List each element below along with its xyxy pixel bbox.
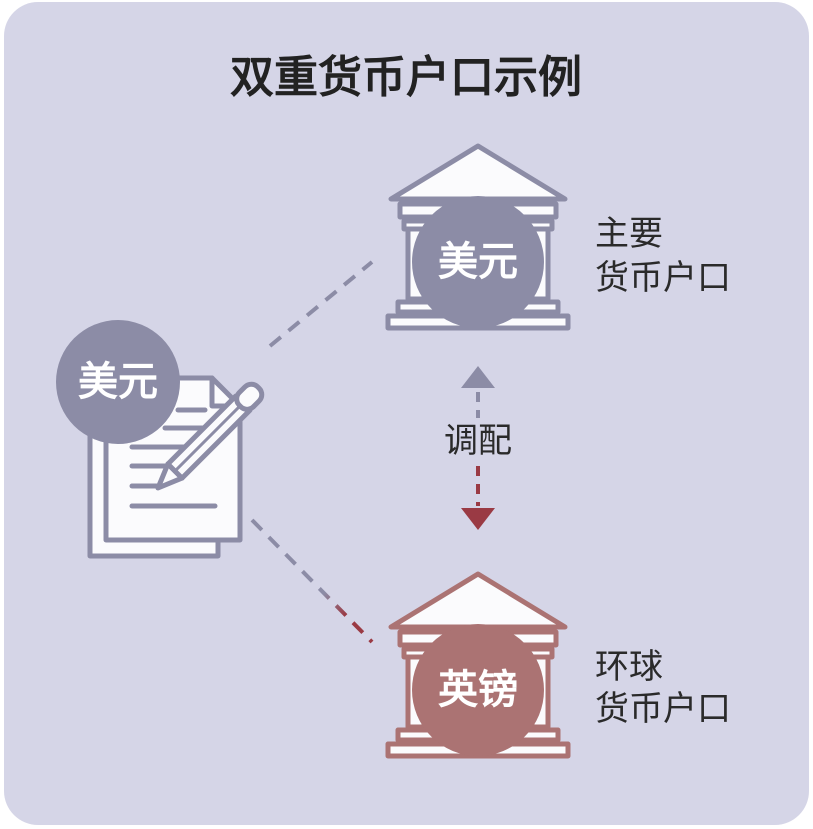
global-currency-badge bbox=[412, 624, 544, 756]
primary-currency-label: 美元 bbox=[438, 239, 518, 285]
primary-currency-badge bbox=[412, 196, 544, 328]
connector-to-global-account bbox=[250, 518, 374, 644]
arrow-down-icon bbox=[461, 508, 495, 530]
global-account-label-line1: 环球 bbox=[595, 647, 663, 687]
diagram-background bbox=[4, 2, 809, 825]
primary-account-label-line2: 货币户口 bbox=[595, 258, 731, 298]
arrow-up-icon bbox=[461, 366, 495, 388]
document-currency-badge bbox=[56, 320, 180, 444]
document-currency-label: 美元 bbox=[78, 359, 158, 405]
diagram-title: 双重货币户口示例 bbox=[230, 52, 582, 103]
primary-account-label-line1: 主要 bbox=[595, 214, 663, 254]
pencil-icon bbox=[155, 381, 265, 491]
transfer-label: 调配 bbox=[444, 421, 512, 461]
global-currency-label: 英镑 bbox=[438, 667, 518, 713]
global-account-label-line2: 货币户口 bbox=[595, 689, 731, 729]
